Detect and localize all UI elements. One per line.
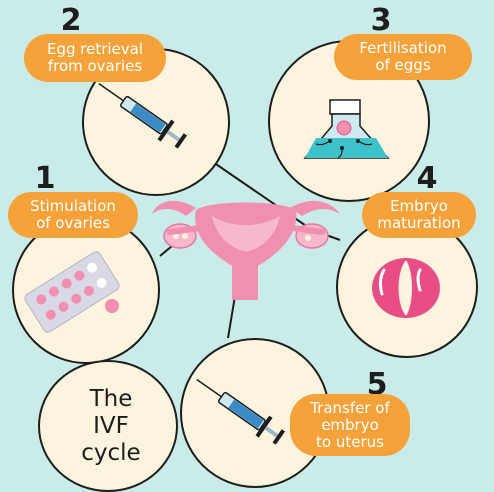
- embryo-icon: [372, 258, 440, 318]
- step-number: 2: [60, 3, 82, 38]
- lab-flask-icon: [303, 99, 390, 159]
- step-label-line: Transfer of: [310, 398, 390, 417]
- step-number: 4: [416, 161, 438, 196]
- step-label: Stimulation of ovaries: [8, 192, 138, 238]
- uterus-icon: [152, 200, 340, 300]
- connector-step2: [209, 159, 316, 233]
- pill-blister-pack-icon: [24, 251, 120, 333]
- syringe-icon: [98, 82, 187, 149]
- step-label-line: Embryo: [390, 197, 448, 215]
- title-line: The: [89, 386, 133, 412]
- title-line: cycle: [81, 440, 141, 466]
- step-number: 1: [34, 161, 56, 196]
- step-label: Egg retrieval from ovaries: [24, 34, 166, 82]
- step-label-line: Egg retrieval: [46, 40, 144, 58]
- step-number: 3: [370, 3, 392, 38]
- step-label-line: of ovaries: [36, 214, 110, 232]
- step-label: Transfer of embryo to uterus: [290, 394, 410, 456]
- title-line: IVF: [93, 413, 129, 439]
- step-label: Embryo maturation: [362, 192, 476, 238]
- step-label: Fertilisation of eggs: [334, 34, 472, 80]
- step-label-line: from ovaries: [47, 57, 143, 75]
- step-label-line: embryo: [321, 415, 379, 434]
- step-number: 5: [366, 367, 388, 402]
- step-label-line: of eggs: [375, 56, 431, 74]
- center-circle: [38, 360, 178, 492]
- step-label-line: Fertilisation: [359, 39, 447, 57]
- step-label-line: Stimulation: [30, 197, 116, 215]
- step-label-line: maturation: [377, 214, 461, 232]
- loose-pill-icon: [105, 299, 119, 313]
- diagram-title: The IVF cycle: [56, 386, 166, 467]
- step-label-line: to uterus: [316, 432, 384, 451]
- syringe-icon: [196, 378, 285, 445]
